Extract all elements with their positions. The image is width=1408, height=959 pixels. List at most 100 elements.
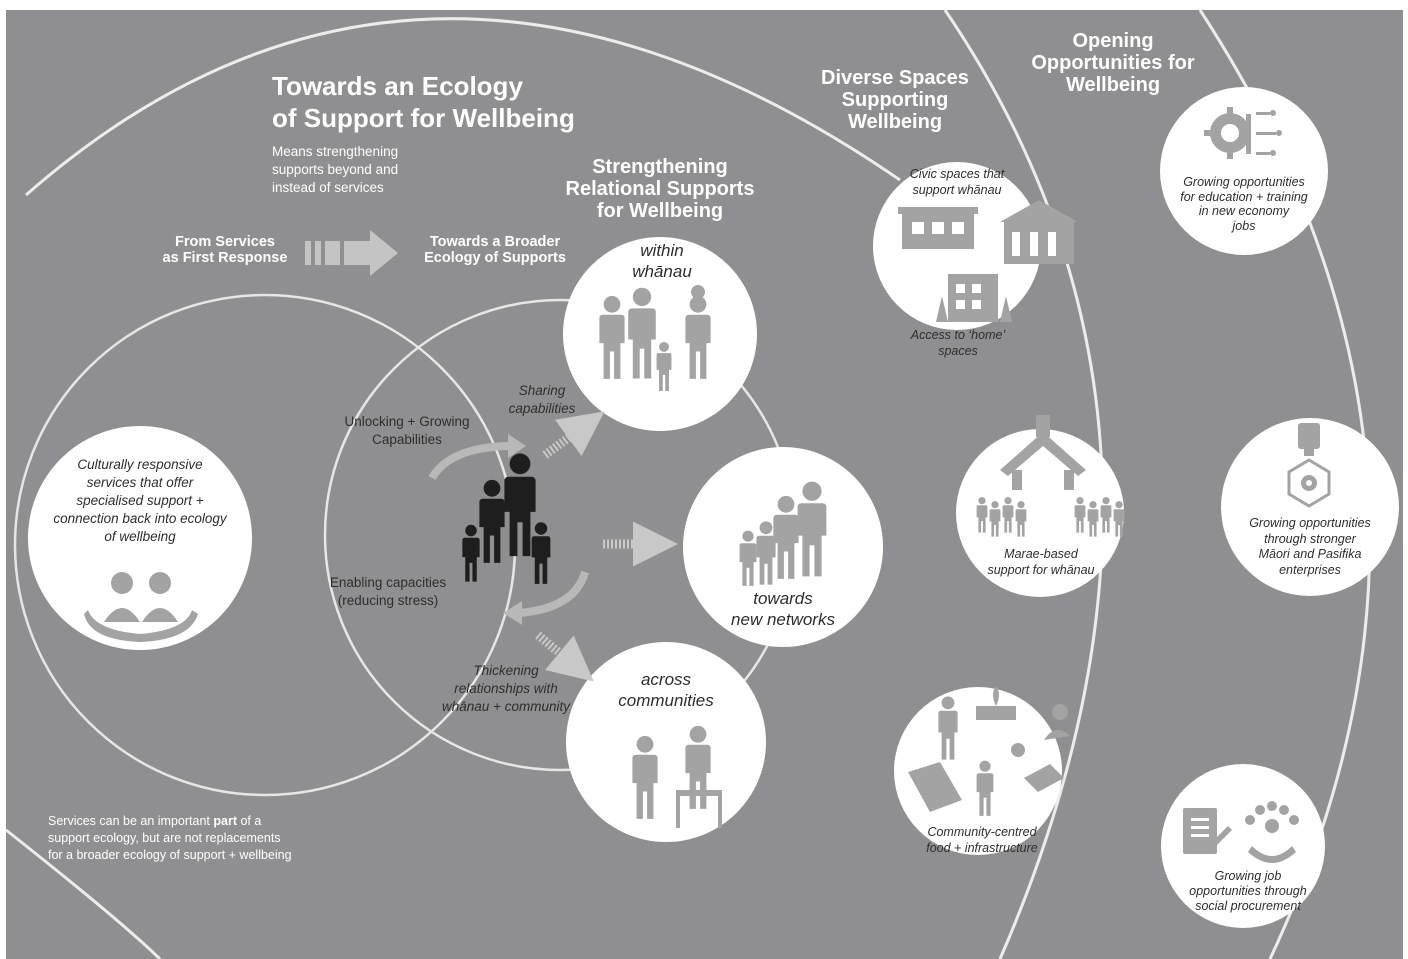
marae-label-line: Marae-based (1004, 547, 1078, 561)
enabling-label: Enabling capacities (reducing stress) (318, 574, 458, 610)
towards-broader-label-line: Towards a Broader (429, 234, 561, 250)
cycle-arrow-bottom (519, 570, 589, 617)
across-communities-label-line: communities (618, 691, 714, 710)
circle-within-whanau (563, 237, 757, 431)
sharing-label-line: Sharing (518, 383, 566, 398)
from-services-label-line: as First Response (162, 250, 288, 266)
across-communities-label-line: across (640, 670, 692, 689)
new-networks-label-line: new networks (731, 610, 835, 629)
main-title-line: of Support for Wellbeing (272, 103, 575, 133)
procurement-label-line: Growing job (1214, 869, 1282, 883)
relational-title-line: for Wellbeing (596, 200, 724, 222)
footnote-line: support ecology, but are not replacement… (48, 830, 292, 847)
diverse-spaces-title-line: Supporting (841, 89, 949, 111)
diverse-spaces-title-line: Diverse Spaces (821, 67, 969, 89)
marae-label: Marae-based support for whānau (982, 546, 1100, 578)
home-spaces-label-line: Access to ‘home’ (910, 328, 1006, 342)
ring-arc-1 (25, 17, 901, 197)
sharing-label: Sharing capabilities (500, 382, 584, 418)
new-networks-label: towards new networks (715, 588, 851, 630)
within-whanau-label: within whānau (610, 240, 714, 282)
maori-enterprise-label-line: through stronger (1264, 531, 1356, 546)
footnote-text: support ecology, but are not replacement… (48, 831, 281, 845)
civic-spaces-label-line: Civic spaces that (909, 167, 1005, 181)
support-hands-icon (84, 572, 198, 642)
footnote-line: for a broader ecology of support + wellb… (48, 847, 292, 864)
within-whanau-family-icon (599, 285, 711, 391)
community-food-label-line: Community-centred (927, 825, 1037, 839)
footnote-text: Services can be an important (48, 814, 214, 828)
from-services-label-line: From Services (175, 234, 275, 250)
circle-community-food (894, 687, 1062, 855)
fist-network-icon (1287, 423, 1331, 508)
gear-circuit-icon (1204, 107, 1282, 159)
civic-spaces-label: Civic spaces that support whānau (903, 166, 1011, 198)
within-whanau-label-line: within (640, 241, 684, 260)
towards-broader-label-line: Ecology of Supports (424, 250, 566, 266)
footnote-text: for a broader ecology of support + wellb… (48, 848, 292, 862)
circle-services (28, 426, 252, 650)
main-subtitle-line: instead of services (272, 180, 384, 195)
thickening-label-line: whānau + community (442, 699, 570, 714)
enabling-label-line: (reducing stress) (337, 593, 439, 608)
unlocking-label-line: Unlocking + Growing (344, 414, 470, 429)
enabling-label-line: Enabling capacities (329, 575, 447, 590)
main-subtitle-line: Means strengthening (272, 144, 399, 159)
community-food-label: Community-centred food + infrastructure (920, 824, 1044, 856)
footnote-text: of a (237, 814, 262, 828)
relational-title-line: Relational Supports (565, 178, 755, 200)
procurement-label-line: social procurement (1195, 899, 1301, 913)
education-label-line: Growing opportunities (1183, 175, 1305, 189)
opening-title-line: Opportunities for (1031, 52, 1195, 74)
civic-spaces-label-line: support whānau (912, 183, 1002, 197)
sharing-arrow (542, 411, 605, 459)
opening-title-line: Opening (1072, 30, 1154, 52)
education-label-line: in new economy (1198, 204, 1290, 218)
across-communities-label: across communities (598, 669, 734, 711)
main-subtitle-line: supports beyond and (272, 162, 399, 177)
ring-arc-4 (5, 828, 162, 959)
marae-icon (1000, 415, 1086, 490)
services-description-line: connection back into ecology (53, 511, 227, 526)
procurement-icon (1183, 801, 1299, 863)
relational-title-line: Strengthening (592, 156, 728, 178)
procurement-label-line: opportunities through (1189, 884, 1307, 898)
maori-enterprise-label-line: Growing opportunities (1249, 516, 1371, 530)
services-description-line: specialised support + (76, 493, 204, 508)
maori-enterprise-label-line: Māori and Pasifika (1258, 547, 1362, 561)
home-spaces-label: Access to ‘home’spaces (908, 327, 1008, 359)
circle-education (1160, 87, 1328, 255)
new-networks-label-line: towards (753, 589, 813, 608)
services-description-line: Culturally responsive (77, 457, 203, 472)
footnote-line: Services can be an important part of a (48, 813, 292, 830)
education-label-line: for education + training (1180, 189, 1308, 204)
thickening-arrow (535, 631, 594, 682)
education-label-line: jobs (1232, 218, 1256, 233)
across-communities-icon (632, 725, 722, 828)
opening-title-line: Wellbeing (1065, 74, 1161, 96)
services-to-ecology-arrow (305, 230, 398, 276)
cycle-arrow-top (428, 442, 511, 481)
marae-label-line: support for whānau (987, 563, 1095, 577)
within-whanau-label-line: whānau (632, 262, 692, 281)
main-title-line: Towards an Ecology (272, 71, 523, 101)
thickening-label-line: Thickening (473, 663, 539, 678)
sharing-label-line: capabilities (508, 401, 576, 416)
community-food-label-line: food + infrastructure (926, 841, 1038, 855)
main-subtitle: Means strengthening supports beyond and in… (272, 143, 398, 197)
